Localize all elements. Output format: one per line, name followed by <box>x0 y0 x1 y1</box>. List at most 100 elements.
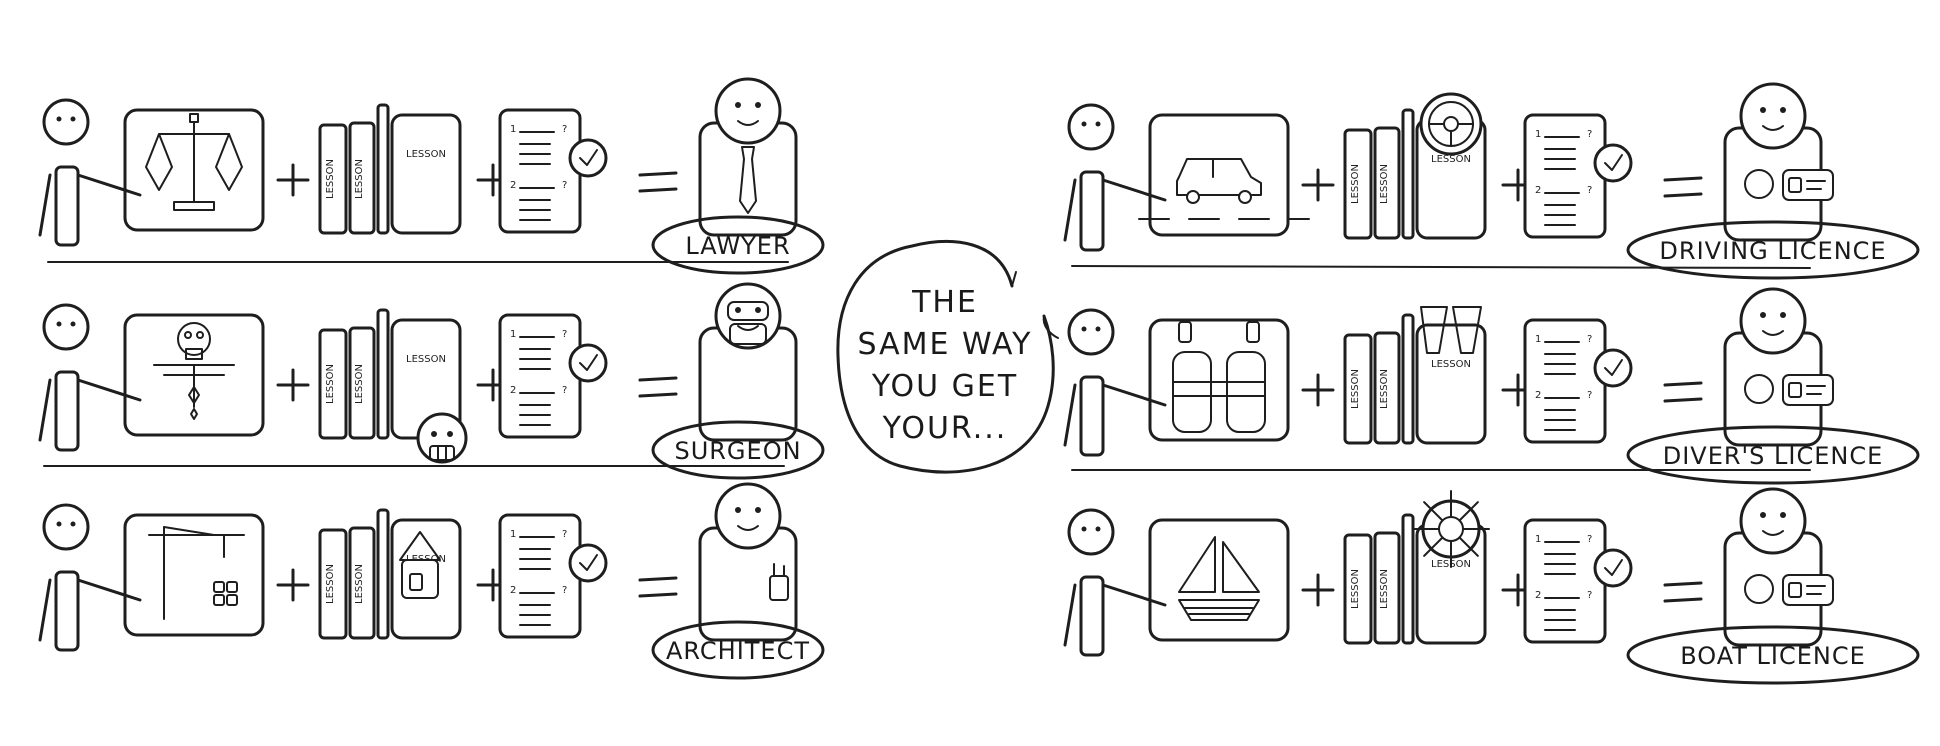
result-figure <box>1723 82 1834 242</box>
bubble-line-4: YOUR... <box>882 411 1008 446</box>
book-spine-label: LESSON <box>354 159 365 199</box>
book-spine-label: LESSON <box>325 159 336 199</box>
plus-sign <box>1301 373 1335 407</box>
bubble-line-1: THE <box>911 285 978 320</box>
surgical-mask-icon <box>727 301 769 345</box>
exam-checklist: 12?? <box>498 108 608 234</box>
row-driving: LESSON LESSON LESSON 1 2?? DRIVING LICENCE <box>1063 82 1920 280</box>
checklist-number: 2 <box>510 180 516 191</box>
flippers-card-icon <box>1744 374 1834 406</box>
checklist-number: 2 <box>510 385 516 396</box>
result-figure <box>1723 287 1834 447</box>
checkmark-icon <box>568 343 608 383</box>
sailboat-icon <box>1178 536 1260 621</box>
book-spine-label: LESSON <box>354 364 365 404</box>
checklist-mark: ? <box>562 585 567 596</box>
checkmark-icon <box>1593 143 1633 183</box>
book-spine-label: LESSON <box>1379 164 1390 204</box>
car-road-icon <box>1138 158 1310 220</box>
checkmark-icon <box>568 138 608 178</box>
house-icon <box>399 531 441 599</box>
plus-sign <box>1301 168 1335 202</box>
book-spine-label: LESSON <box>1350 164 1361 204</box>
checklist-mark: ? <box>1587 390 1592 401</box>
exam-checklist: 1 2?? <box>1523 113 1633 239</box>
plus-sign <box>1301 573 1335 607</box>
equals-sign <box>638 171 678 193</box>
xray-skeleton-icon <box>153 322 235 420</box>
equals-sign <box>1663 176 1703 198</box>
result-label: ARCHITECT <box>651 620 825 680</box>
bubble-line-2: SAME WAY <box>857 327 1032 362</box>
speech-bubble: THE SAME WAY YOU GET YOUR... <box>836 240 1059 474</box>
plus-sign <box>276 163 310 197</box>
result-label-text: BOAT LICENCE <box>1680 642 1866 670</box>
checklist-number: 2 <box>510 585 516 596</box>
person-figure <box>38 98 142 247</box>
flippers-icon <box>1420 306 1482 354</box>
lesson-books: LESSON LESSON LESSON <box>1343 92 1487 240</box>
equals-sign <box>1663 381 1703 403</box>
scene-board <box>123 108 265 232</box>
scene-board <box>123 313 265 437</box>
book-spine-label: LESSON <box>325 564 336 604</box>
exam-checklist: 12?? <box>1523 518 1633 644</box>
checklist-number: 1 <box>1535 334 1541 345</box>
person-figure <box>1063 508 1167 657</box>
checklist-number: 1 <box>510 329 516 340</box>
result-label-text: ARCHITECT <box>666 637 810 665</box>
checklist-mark: ? <box>562 385 567 396</box>
scene-board <box>1138 113 1310 237</box>
scene-board <box>123 513 265 637</box>
checklist-mark: ? <box>1587 185 1592 196</box>
scales-of-justice-icon <box>145 113 243 211</box>
tie-icon <box>739 146 757 214</box>
result-label-text: SURGEON <box>674 437 801 465</box>
result-label: DIVER'S LICENCE <box>1626 425 1920 485</box>
book-spine-label: LESSON <box>1350 569 1361 609</box>
exam-checklist: 12?? <box>1523 318 1633 444</box>
checkmark-icon <box>1593 348 1633 388</box>
book-cover-label: LESSON <box>1431 359 1471 370</box>
checklist-mark: ? <box>562 180 567 191</box>
plus-sign <box>276 568 310 602</box>
ship-wheel-card-icon <box>1744 574 1834 606</box>
checklist-mark: ? <box>1587 334 1592 345</box>
checklist-mark: ? <box>1587 590 1592 601</box>
scuba-tank-icon <box>1172 321 1266 433</box>
row-dividers <box>43 261 1811 471</box>
person-figure <box>1063 103 1167 252</box>
ship-wheel-icon <box>1412 490 1490 568</box>
result-figure <box>698 77 798 237</box>
checklist-mark: ? <box>562 124 567 135</box>
result-label-text: DRIVING LICENCE <box>1659 237 1886 265</box>
result-figure <box>698 482 798 642</box>
checklist-number: 1 <box>1535 129 1541 140</box>
checkmark-icon <box>1593 548 1633 588</box>
checklist-number: 2 <box>1535 185 1541 196</box>
checklist-number: 1 <box>510 529 516 540</box>
person-figure <box>38 503 142 652</box>
equals-sign <box>638 376 678 398</box>
divider-right-1 <box>1071 265 1811 269</box>
checklist-mark: ? <box>1587 129 1592 140</box>
pocket-tool-icon <box>769 563 789 601</box>
result-figure <box>1723 487 1834 647</box>
book-cover-label: LESSON <box>1431 154 1471 165</box>
steering-wheel-icon <box>1419 92 1483 156</box>
equals-sign <box>638 576 678 598</box>
result-label-text: LAWYER <box>685 232 790 260</box>
book-spine-label: LESSON <box>1379 569 1390 609</box>
checklist-number: 2 <box>1535 590 1541 601</box>
exam-checklist: 12?? <box>498 313 608 439</box>
steering-wheel-card-icon <box>1744 169 1834 201</box>
book-cover-label: LESSON <box>406 354 446 365</box>
